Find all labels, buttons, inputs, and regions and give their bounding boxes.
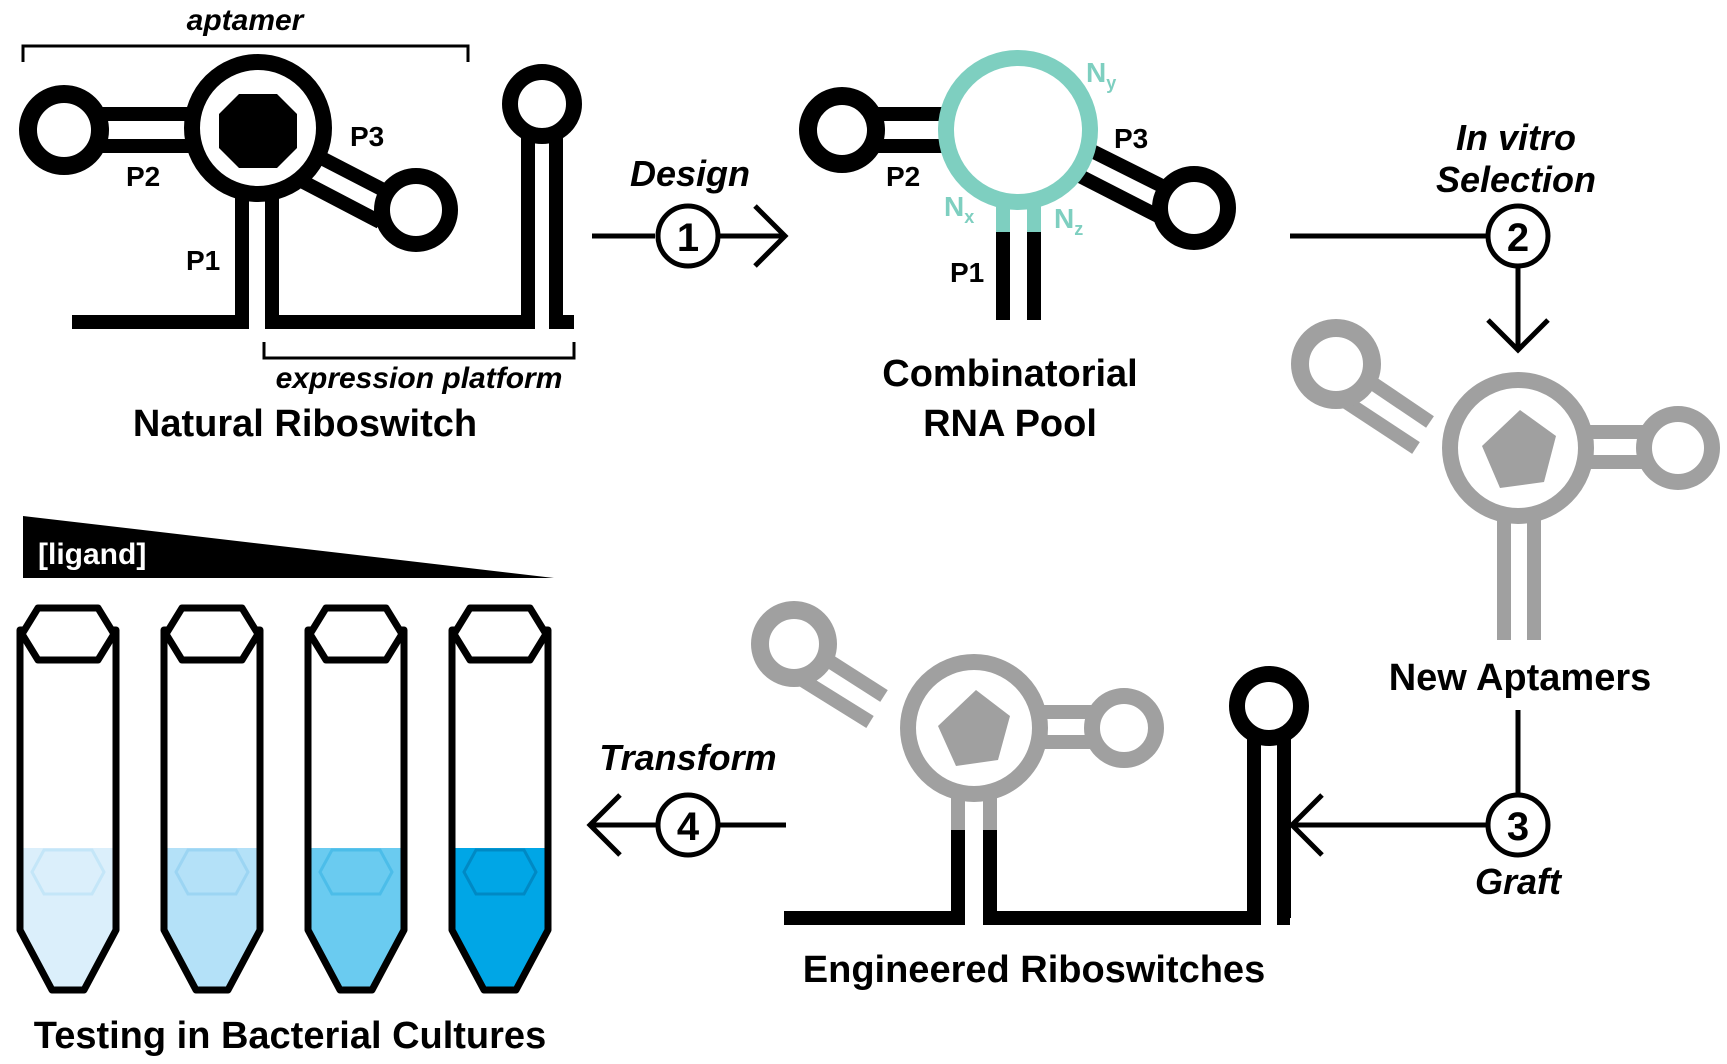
engineered-ligand-pentagon-icon bbox=[938, 690, 1010, 766]
expression-bracket bbox=[262, 342, 576, 360]
step-4-arrow: Transform 4 bbox=[586, 737, 786, 858]
step-3-number: 3 bbox=[1507, 805, 1529, 849]
pool-p3-label: P3 bbox=[1114, 123, 1148, 154]
tube-cap bbox=[162, 604, 262, 664]
engineered-terminator-loop bbox=[1229, 666, 1309, 746]
tube-cap bbox=[306, 604, 406, 664]
natural-riboswitch: aptamer P2 P3 P1 expression platform Nat… bbox=[19, 4, 582, 445]
natural-p1-label: P1 bbox=[186, 245, 220, 276]
step-2-number: 2 bbox=[1507, 216, 1529, 260]
culture-tube-2 bbox=[160, 604, 264, 994]
pool-nx-label: Nx bbox=[944, 191, 974, 227]
culture-surface bbox=[318, 848, 394, 896]
expression-platform-label: expression platform bbox=[276, 362, 563, 395]
pool-randomized-loop bbox=[938, 50, 1098, 210]
pool-p2-label: P2 bbox=[886, 161, 920, 192]
culture-surface bbox=[30, 848, 106, 896]
natural-riboswitch-title: Natural Riboswitch bbox=[133, 403, 477, 445]
ligand-gradient-wedge bbox=[23, 516, 554, 578]
pool-title-line1: Combinatorial bbox=[882, 353, 1137, 395]
tube-outline bbox=[160, 626, 264, 994]
tube-cap bbox=[18, 604, 118, 664]
tube-outline bbox=[304, 626, 408, 994]
engineered-right-loop bbox=[1084, 688, 1164, 768]
combinatorial-rna-pool: P2 P3 P1 Nx Ny Nz Combinatorial RNA Pool bbox=[799, 50, 1236, 445]
step-3-arrow: 3 Graft bbox=[1288, 710, 1563, 902]
step-2-arrow: In vitro Selection 2 bbox=[1290, 117, 1596, 354]
engineered-left-loop bbox=[751, 601, 837, 687]
testing-section: [ligand] Testing in Bacterial Cultures bbox=[16, 516, 554, 1057]
aptamer-label: aptamer bbox=[187, 4, 306, 37]
new-aptamer-right-loop bbox=[1636, 406, 1720, 490]
engineered-riboswitches: Engineered Riboswitches bbox=[751, 601, 1309, 991]
ligand-pentagon-icon bbox=[1482, 410, 1556, 488]
culture-surface bbox=[174, 848, 250, 896]
pool-p1-label: P1 bbox=[950, 257, 984, 288]
pool-title-line2: RNA Pool bbox=[923, 403, 1097, 445]
pool-p2-loop bbox=[799, 87, 885, 173]
pool-ny-label: Ny bbox=[1086, 57, 1116, 93]
natural-p2-loop bbox=[19, 85, 109, 175]
natural-terminator-loop bbox=[502, 64, 582, 144]
step-1-label: Design bbox=[630, 153, 750, 194]
tube-cap bbox=[450, 604, 550, 664]
tube-outline bbox=[16, 626, 120, 994]
tube-outline bbox=[448, 626, 552, 994]
step-4-label: Transform bbox=[599, 737, 776, 778]
new-aptamer-left-loop bbox=[1291, 319, 1381, 409]
culture-surface bbox=[462, 848, 538, 896]
culture-tube-3 bbox=[304, 604, 408, 994]
step-1-arrow: Design 1 bbox=[592, 153, 789, 269]
step-3-label: Graft bbox=[1475, 861, 1563, 902]
culture-tube-1 bbox=[16, 604, 120, 994]
step-2-label-line2: Selection bbox=[1436, 159, 1596, 200]
culture-tubes bbox=[16, 604, 552, 994]
aptamer-bracket bbox=[21, 44, 470, 62]
step-2-label-line1: In vitro bbox=[1456, 117, 1576, 158]
new-aptamers: New Aptamers bbox=[1291, 319, 1720, 699]
step-4-number: 4 bbox=[677, 805, 700, 849]
natural-p3-loop bbox=[374, 168, 458, 252]
testing-title: Testing in Bacterial Cultures bbox=[34, 1015, 546, 1057]
new-aptamers-title: New Aptamers bbox=[1389, 657, 1652, 699]
engineered-title: Engineered Riboswitches bbox=[803, 949, 1265, 991]
step-1-number: 1 bbox=[677, 216, 699, 260]
natural-p2-label: P2 bbox=[126, 161, 160, 192]
culture-tube-4 bbox=[448, 604, 552, 994]
ligand-octagon-icon bbox=[219, 94, 297, 168]
pool-nz-label: Nz bbox=[1054, 203, 1083, 239]
natural-p3-label: P3 bbox=[350, 121, 384, 152]
pool-p3-loop bbox=[1152, 166, 1236, 250]
ligand-label: [ligand] bbox=[38, 538, 146, 571]
